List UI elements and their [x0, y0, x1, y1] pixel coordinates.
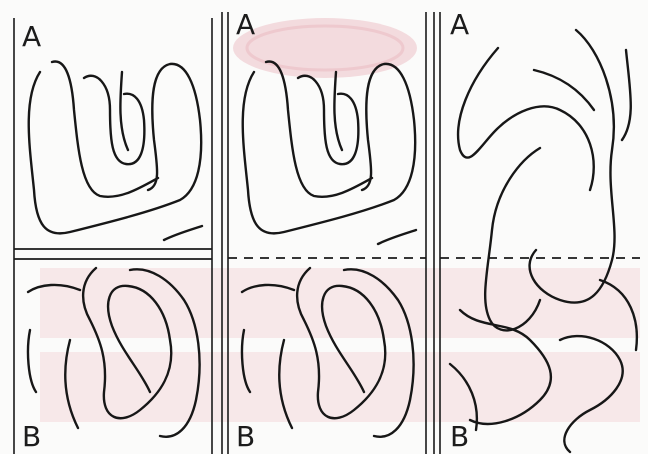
panel-1-chain-b2: [28, 330, 36, 392]
panel-2-chain-a2: [266, 62, 372, 197]
watermark-seal: [233, 18, 417, 78]
panel-1-label-a: A: [22, 20, 41, 53]
panel-2-chain-a5: [378, 230, 416, 244]
panel-2-chain-a1: [243, 64, 415, 234]
watermark-text-band: [40, 268, 640, 422]
panel-1-chain-a2: [52, 62, 158, 197]
panel-1-chain-a1: [29, 64, 201, 234]
panel-3-chain-2: [530, 30, 615, 303]
panel-3-label-a: A: [450, 8, 469, 41]
panel-2-chain-a3: [298, 76, 358, 164]
panel-3-chain-4: [534, 70, 594, 110]
panel-3-chain-5: [622, 50, 631, 140]
panel-1-chain-a5: [164, 226, 202, 240]
panel-2-label-a: A: [236, 8, 255, 41]
panel-3-chain-1: [458, 48, 594, 190]
panel-1-label-b: B: [22, 420, 41, 453]
panel-2-label-b: B: [236, 420, 255, 453]
panel-1-chain-a3: [84, 76, 144, 164]
panel-2-chain-a4: [334, 72, 342, 150]
panel-1-chain-a4: [120, 72, 128, 150]
panel-3-label-b: B: [450, 420, 469, 453]
